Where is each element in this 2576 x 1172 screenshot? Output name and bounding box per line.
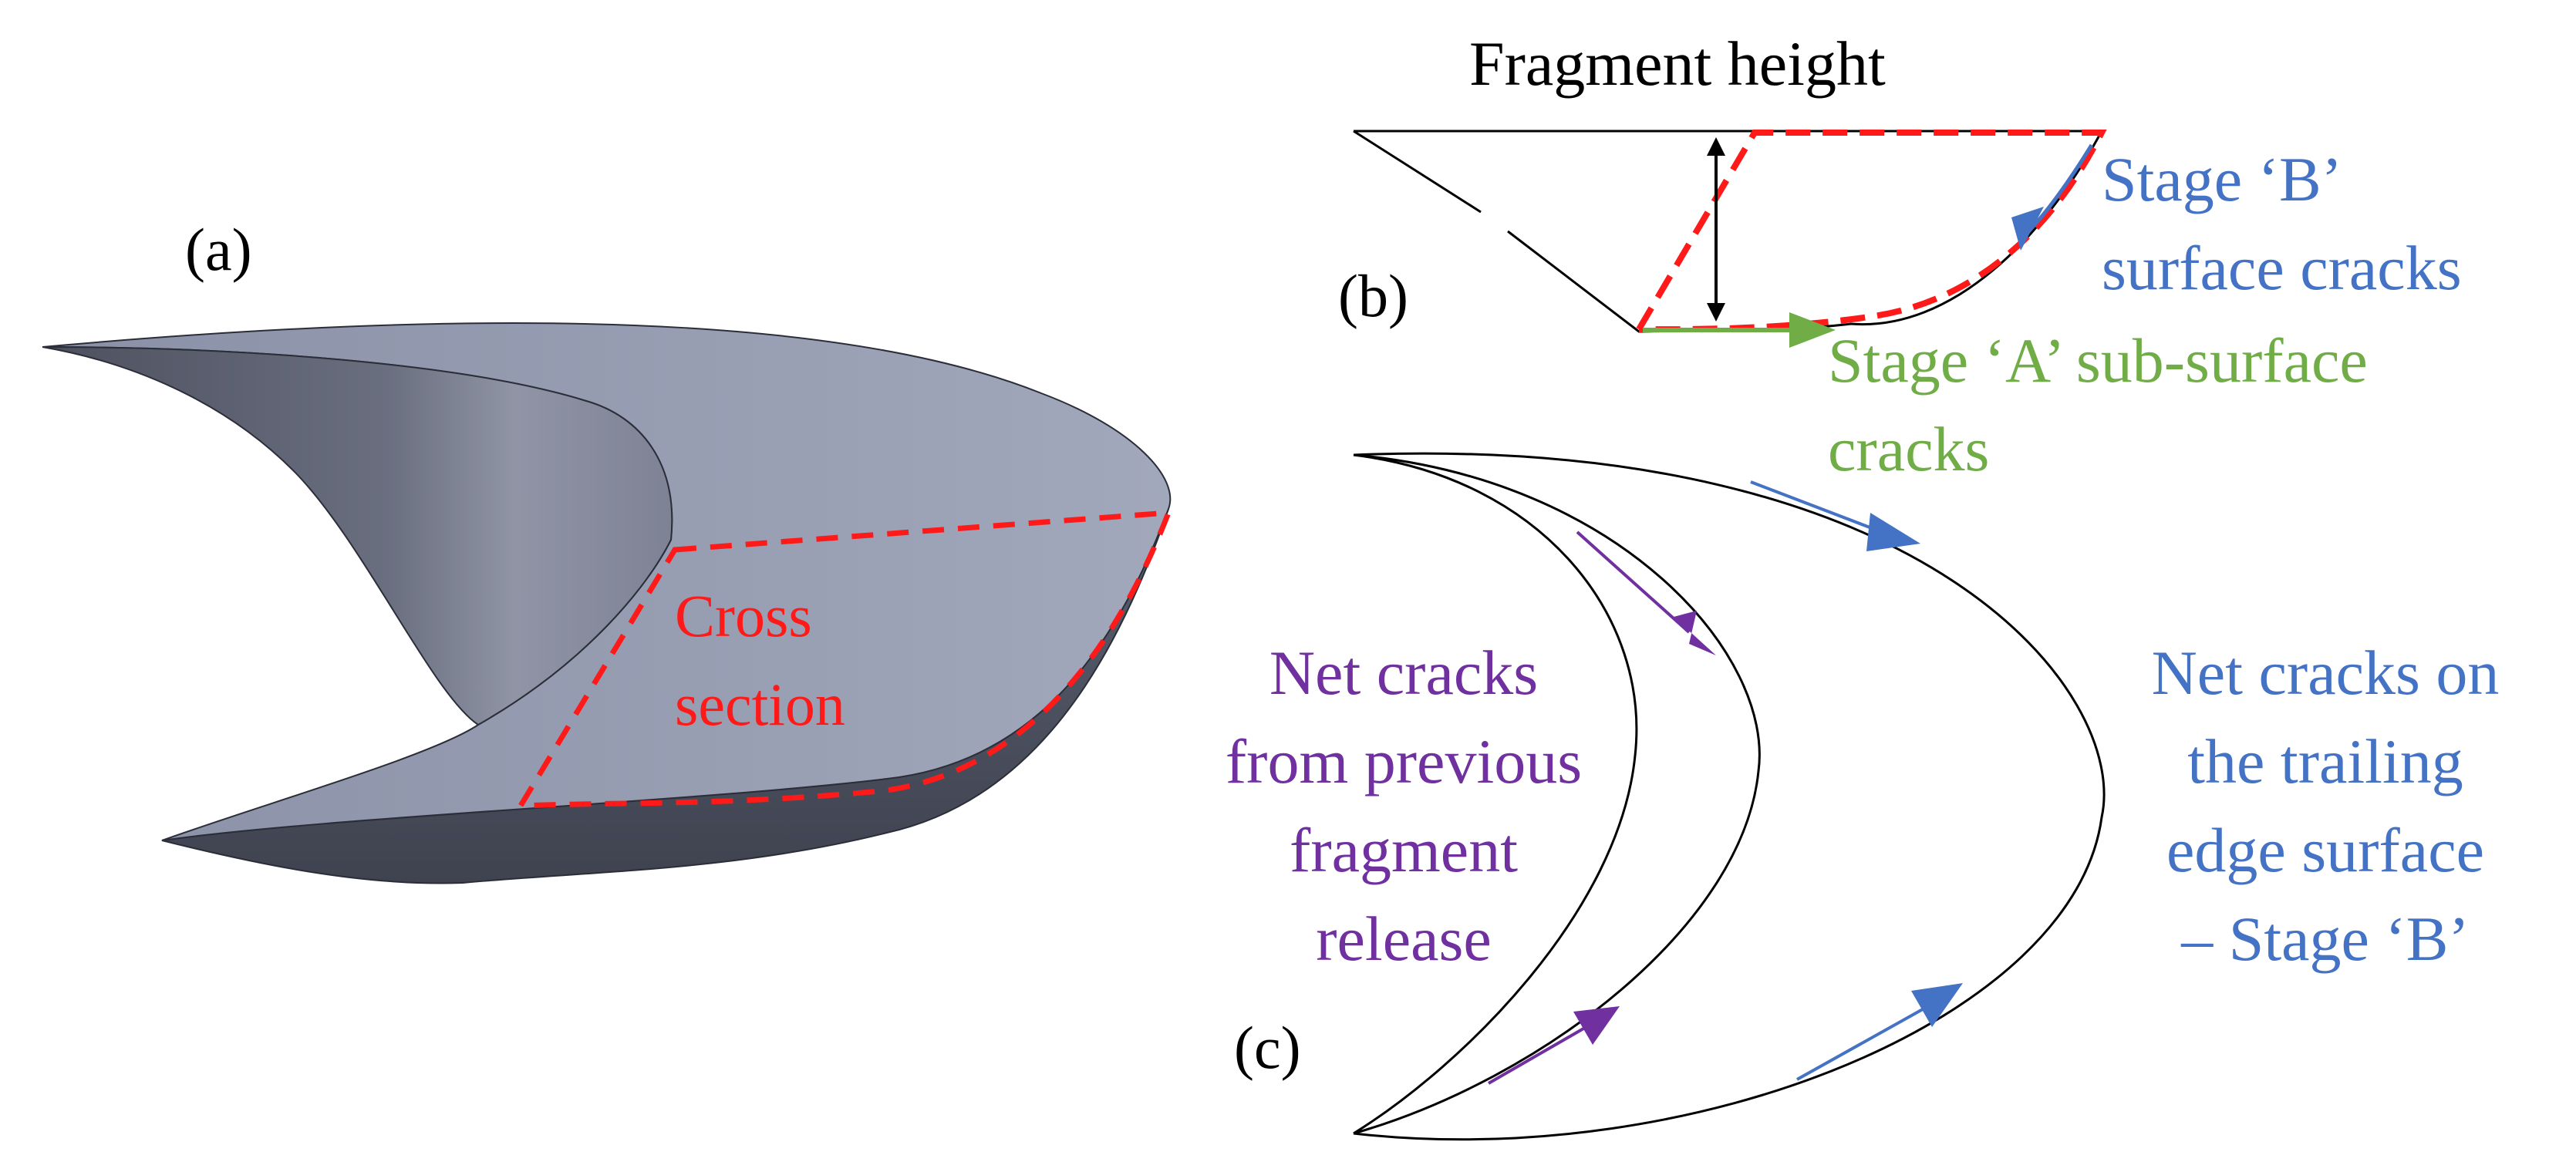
stage-b-label-line1: Stage ‘B’ [2102, 144, 2342, 214]
panel-c-label: (c) [1234, 1014, 1301, 1081]
net-cracks-trailing-line4: – Stage ‘B’ [2180, 904, 2469, 974]
panel-a: (a) Cross section [42, 216, 1173, 884]
blue-crack-lower [1796, 1005, 1929, 1081]
panel-c: (c) Net cracks from previous fragment re… [1226, 452, 2500, 1141]
stage-b-arrowhead [2011, 207, 2044, 251]
section-outline [1353, 130, 2104, 333]
left-crescent-curve [1353, 453, 1638, 1135]
inner-crescent-curve [1353, 453, 1761, 1135]
cross-section-label-line1: Cross [675, 582, 812, 649]
net-cracks-previous-line3: fragment [1290, 815, 1518, 885]
panel-b-label: (b) [1338, 262, 1408, 329]
net-cracks-trailing-label: Net cracks on the trailing edge surface … [2152, 638, 2500, 974]
outer-crescent-curve [1353, 452, 2106, 1141]
blue-arrowhead-upper [1866, 513, 1920, 551]
purple-arrowhead-upper [1674, 611, 1716, 655]
blue-crack-upper [1750, 480, 1883, 534]
net-cracks-previous-line2: from previous [1226, 726, 1582, 796]
net-cracks-previous-line1: Net cracks [1269, 638, 1538, 708]
cross-section-label-line2: section [675, 671, 845, 738]
blue-arrowhead-lower [1911, 983, 1963, 1027]
purple-arrowhead-lower [1573, 1006, 1620, 1045]
net-cracks-previous-line4: release [1316, 904, 1492, 974]
net-cracks-trailing-line2: the trailing [2187, 726, 2463, 796]
panel-a-label: (a) [185, 216, 252, 283]
stage-b-label-line2: surface cracks [2102, 233, 2462, 303]
net-cracks-previous-label: Net cracks from previous fragment releas… [1226, 638, 1582, 974]
stage-a-label-line1: Stage ‘A’ sub-surface [1828, 325, 2368, 396]
fragment-outline-dashed [1636, 130, 2107, 333]
net-cracks-trailing-line3: edge surface [2166, 815, 2484, 885]
fragment-height-title: Fragment height [1469, 29, 1886, 99]
stage-a-label-line2: cracks [1828, 414, 1989, 484]
purple-crack-upper [1576, 530, 1691, 634]
purple-crack-lower [1488, 1024, 1590, 1085]
stage-b-arrow [2027, 143, 2094, 233]
cross-section-outline [515, 510, 1173, 809]
net-cracks-trailing-line1: Net cracks on [2152, 638, 2500, 708]
stage-a-arrowhead [1789, 312, 1836, 348]
fragment-inner-face [42, 346, 673, 726]
panel-b: Fragment height (b) Stage ‘B’ surface cr… [1338, 29, 2462, 484]
